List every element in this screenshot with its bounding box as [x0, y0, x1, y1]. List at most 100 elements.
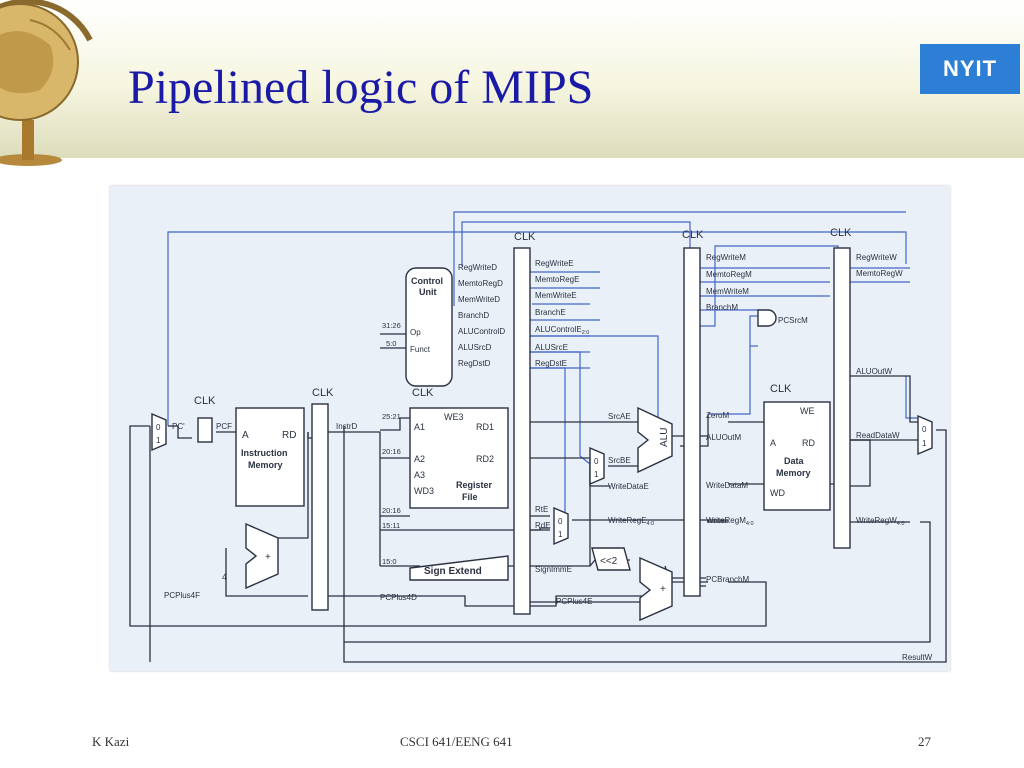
pcsrc-label: PCSrcM [778, 316, 808, 325]
srcb-mux-1: 1 [594, 470, 599, 479]
result-mux-0: 0 [922, 425, 927, 434]
clk-label-f: CLK [194, 395, 216, 407]
pcplus4f-label: PCPlus4F [164, 591, 200, 600]
aluoutw-label: ALUOutW [856, 367, 892, 376]
rf-name1: Register [456, 480, 493, 490]
mips-pipeline-diagram: CLK CLK CLK CLK CLK CLK CLK Control Unit… [110, 186, 950, 671]
writedatam-label: WriteDataM [706, 481, 748, 490]
rf-rd2: RD2 [476, 454, 494, 464]
writeregw-label: WriteRegW4:0 [856, 516, 904, 527]
signal-memwritem: MemWriteM [706, 287, 749, 296]
writeregm-label: WriteRegM4:0 [706, 516, 754, 527]
rf-wd3: WD3 [414, 486, 434, 496]
signal-alusrcd: ALUSrcD [458, 343, 492, 352]
title-band [0, 0, 1024, 158]
clk-label-e: CLK [514, 231, 536, 243]
clk-label-d: CLK [312, 387, 334, 399]
srcbe-label: SrcBE [608, 456, 631, 465]
control-unit-line1: Control [411, 276, 443, 286]
writerege-label: WriteRegE4:0 [608, 516, 654, 527]
aluoutm-label: ALUOutM [706, 433, 741, 442]
clk-label-m: CLK [682, 229, 704, 241]
resultw-label: ResultW [902, 653, 933, 662]
decode-signal-labels: RegWriteD MemtoRegD MemWriteD BranchD AL… [458, 263, 505, 368]
branch-and-gate [757, 309, 777, 327]
pcplus4e-label: PCPlus4E [556, 597, 592, 606]
signal-memwrited: MemWriteD [458, 295, 500, 304]
signal-regwrited: RegWriteD [458, 263, 497, 272]
rf-name2: File [462, 492, 478, 502]
signal-regdste: RegDstE [535, 359, 567, 368]
alu-label: ALU [659, 428, 670, 447]
shift-left-block [591, 547, 631, 571]
srcb-mux [589, 446, 605, 486]
signal-memtoregm: MemtoRegM [706, 270, 752, 279]
pc-label: PC' [172, 422, 185, 431]
signal-alucontrold: ALUControlD [458, 327, 505, 336]
srcae-label: SrcAE [608, 412, 631, 421]
pc-mux-0: 0 [156, 423, 161, 432]
signal-regwritem: RegWriteM [706, 253, 746, 262]
result-mux [917, 414, 933, 456]
bits-2016a: 20:16 [382, 447, 401, 456]
signal-branche: BranchE [535, 308, 566, 317]
sign-extend-label: Sign Extend [424, 566, 482, 577]
dmem-name2: Memory [776, 468, 811, 478]
fetch-register [197, 417, 213, 443]
pc-adder [245, 522, 279, 590]
shift-label: <<2 [600, 556, 618, 567]
readdataw-label: ReadDataW [856, 431, 900, 440]
signal-memtoregd: MemtoRegD [458, 279, 503, 288]
clk-label-dm: CLK [770, 383, 792, 395]
signal-regdstd: RegDstD [458, 359, 491, 368]
execute-register [513, 247, 531, 615]
slide-title: Pipelined logic of MIPS [128, 61, 594, 114]
zerom-label: ZeroM [706, 411, 729, 420]
clk-label-rf: CLK [412, 387, 434, 399]
register-file [409, 407, 509, 509]
signal-regwritew: RegWriteW [856, 253, 897, 262]
pcf-label: PCF [216, 422, 232, 431]
bits-1511: 15:11 [382, 521, 400, 530]
sign-extend-block [409, 555, 509, 581]
dmem-we: WE [800, 406, 815, 416]
signal-memwritee: MemWriteE [535, 291, 577, 300]
writereg-mux-1: 1 [558, 530, 563, 539]
signal-alusrce: ALUSrcE [535, 343, 568, 352]
imem-a: A [242, 430, 249, 441]
branch-adder-plus: + [660, 584, 666, 595]
srcb-mux-0: 0 [594, 457, 599, 466]
branch-adder [639, 556, 673, 622]
footer-author: K Kazi [92, 734, 130, 749]
op-bits: 31:26 [382, 321, 401, 330]
dmem-rd: RD [802, 438, 815, 448]
rf-a3: A3 [414, 470, 425, 480]
imem-name1: Instruction [241, 448, 288, 458]
footer-course: CSCI 641/EENG 641 [400, 734, 513, 749]
data-wires [129, 333, 947, 663]
decode-register [311, 403, 329, 611]
rf-a1: A1 [414, 422, 425, 432]
pc-mux-1: 1 [156, 436, 161, 445]
funct-bits: 5:0 [386, 339, 396, 348]
data-memory [763, 401, 831, 511]
control-unit-box [405, 267, 453, 387]
bits-2521: 25:21 [382, 412, 401, 421]
writereg-mux-0: 0 [558, 517, 563, 526]
writeback-register [833, 247, 851, 549]
pc-adder-plus: + [265, 552, 271, 563]
signal-branchm: BranchM [706, 303, 738, 312]
dmem-wd: WD [770, 488, 785, 498]
rde-label: RdE [535, 521, 551, 530]
result-mux-1: 1 [922, 439, 927, 448]
signimme-label: SignImmE [535, 565, 572, 574]
writedatae-label: WriteDataE [608, 482, 649, 491]
memory-signal-labels: RegWriteM MemtoRegM MemWriteM BranchM [706, 253, 752, 312]
four-label: 4 [222, 572, 227, 582]
nyit-logo: NYIT [920, 44, 1020, 94]
signal-memtoregw: MemtoRegW [856, 269, 903, 278]
instruction-memory [235, 407, 305, 507]
rte-label: RtE [535, 505, 548, 514]
signal-branchd: BranchD [458, 311, 489, 320]
dmem-name1: Data [784, 456, 805, 466]
